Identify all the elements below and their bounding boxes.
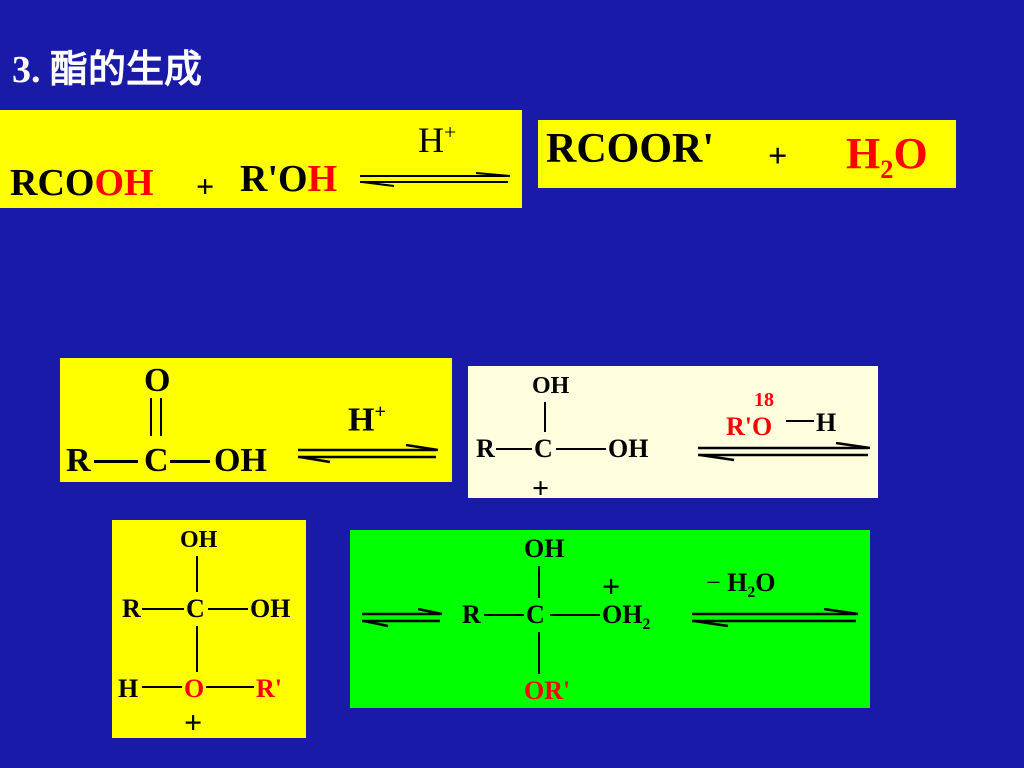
r-prime: R' — [256, 674, 282, 703]
catalyst-label: H+ — [418, 120, 457, 160]
positive-charge: + — [602, 568, 621, 604]
ester-product: RCOOR' — [546, 126, 714, 172]
bond — [484, 614, 524, 616]
hydroxyl-top: OH — [524, 534, 565, 563]
equilibrium-arrow — [698, 442, 871, 462]
carbon: C — [186, 594, 205, 623]
bond — [550, 614, 600, 616]
equation-reactants-box: RCOOH + R'OH H+ — [0, 110, 522, 208]
bond — [544, 402, 546, 432]
carbonyl-oxygen: O — [144, 362, 171, 399]
equation-products-box: RCOOR' + H2O — [538, 120, 956, 188]
bond — [170, 460, 210, 463]
hydroxyl: OH — [214, 442, 267, 479]
carbon: C — [526, 600, 545, 629]
positive-charge: + — [184, 704, 203, 740]
alcohol-oxygen: R'O — [726, 412, 773, 441]
equilibrium-arrow — [298, 444, 439, 464]
r-group: R — [66, 442, 91, 479]
bond — [196, 626, 198, 672]
hydroxyl: OH — [250, 594, 291, 623]
double-bond-2 — [160, 398, 162, 436]
bond — [496, 448, 532, 450]
equilibrium-arrow — [362, 608, 443, 628]
carbon: C — [534, 434, 553, 463]
hydrogen: H — [816, 408, 837, 437]
roh: R'OH — [240, 158, 338, 200]
bond — [206, 686, 254, 688]
bond — [786, 420, 814, 422]
ether-group: OR' — [524, 676, 571, 705]
step4-box: OH R C OH2 + OR' − H2O — [350, 530, 870, 708]
plus-sign: + — [768, 138, 788, 175]
rcooh: RCOOH — [10, 162, 154, 204]
oxonium: OH2 — [602, 600, 651, 634]
bond — [208, 608, 248, 610]
bond — [538, 566, 540, 598]
isotope-label: 18 — [754, 389, 774, 411]
hydroxyl-top: OH — [532, 373, 570, 399]
water-loss-label: − H2O — [706, 568, 776, 602]
equilibrium-arrow — [360, 172, 511, 187]
step3-box: OH R C OH H O R' + — [112, 520, 306, 738]
step1-box: O R C OH H+ — [60, 358, 452, 482]
bond — [556, 448, 606, 450]
r-group: R — [462, 600, 481, 629]
bond — [196, 556, 198, 592]
bond — [142, 686, 182, 688]
ether-oxygen: O — [184, 674, 205, 703]
plus-sign: + — [196, 168, 215, 204]
double-bond-1 — [150, 398, 152, 436]
r-group: R — [122, 594, 141, 623]
water-product: H2O — [846, 129, 928, 184]
bond — [94, 460, 138, 463]
hydroxyl-top: OH — [180, 527, 218, 553]
step2-box: OH R C OH + 18 R'O H — [468, 366, 878, 504]
positive-charge: + — [532, 472, 550, 505]
hydrogen: H — [118, 674, 139, 703]
bond — [142, 608, 184, 610]
page-title: 3. 酯的生成 — [12, 49, 203, 91]
catalyst-label: H+ — [348, 401, 387, 439]
bond — [538, 632, 540, 674]
hydroxyl: OH — [608, 434, 649, 463]
carbon: C — [144, 442, 169, 479]
equilibrium-arrow — [692, 608, 859, 628]
r-group: R — [476, 434, 495, 463]
